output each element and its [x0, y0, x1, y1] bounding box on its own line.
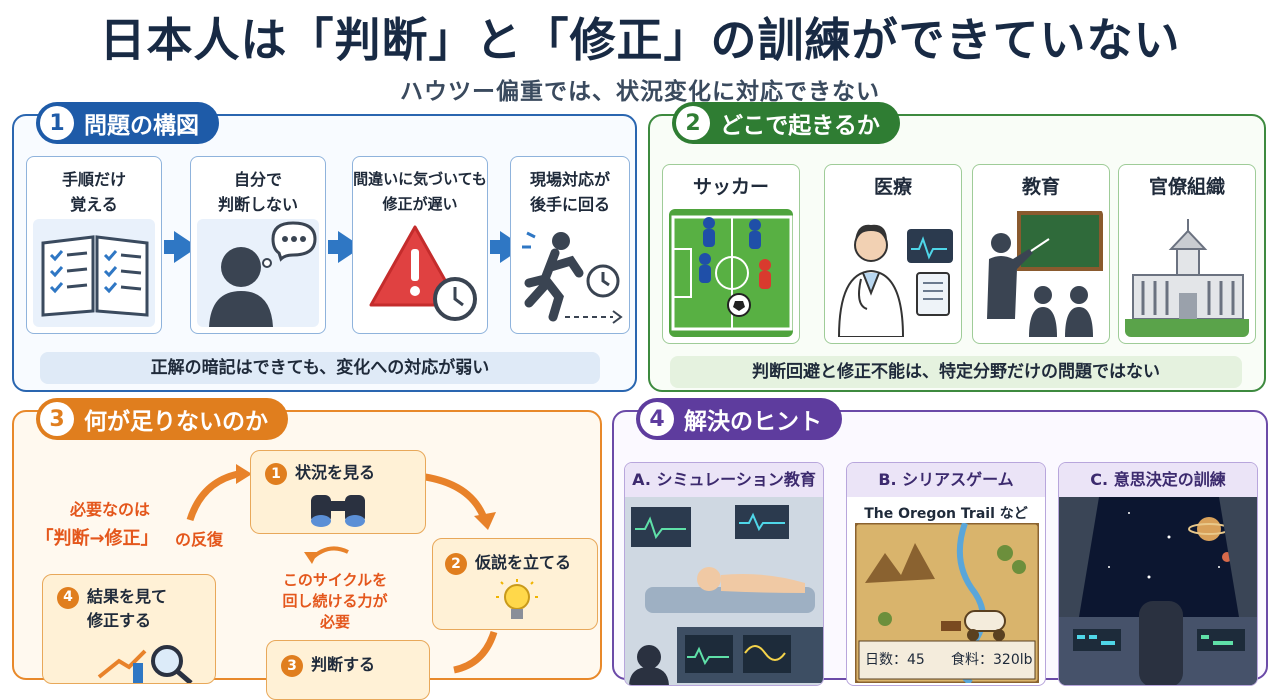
section-1-number: 1	[40, 106, 74, 140]
book-checklist-icon	[33, 219, 155, 327]
card-label-line2: 後手に回る	[529, 195, 610, 214]
hint-card-simulation: A. シミュレーション教育	[624, 462, 824, 686]
section-1-title: 問題の構図	[84, 113, 199, 139]
hint-card-title: B. シリアスゲーム	[847, 463, 1045, 497]
spaceship-cockpit-icon	[1059, 497, 1257, 685]
page-title: 日本人は「判断」と「修正」の訓練ができていない	[99, 13, 1181, 67]
domain-label: 官僚組織	[1148, 175, 1225, 198]
domain-card-bureaucracy: 官僚組織	[1118, 164, 1256, 344]
page-subtitle: ハウツー偏重では、状況変化に対応できない	[400, 79, 880, 105]
need-text-line1: 必要なのは	[69, 500, 150, 519]
cycle-center-line2: 回し続ける力が	[282, 592, 388, 610]
warning-clock-icon	[359, 219, 481, 327]
section-4-title: 解決のヒント	[684, 409, 822, 435]
lightbulb-icon	[496, 579, 538, 619]
domain-label: 教育	[1021, 175, 1060, 198]
need-text-line2: 「判断→修正」	[35, 528, 159, 549]
government-building-icon	[1125, 209, 1249, 337]
cycle-step-decide: 3 判断する	[266, 640, 430, 700]
section-3-title: 何が足りないのか	[84, 409, 268, 435]
cycle-center-line1: このサイクルを	[282, 571, 388, 589]
card-label-line1: 現場対応が	[529, 170, 610, 189]
card-label-line1: 自分で	[233, 170, 282, 189]
step-number: 2	[445, 552, 467, 575]
cycle-step-hypothesis: 2 仮説を立てる	[432, 538, 598, 630]
step-label-line2: 修正する	[87, 610, 152, 630]
need-text-line3: の反復	[174, 530, 223, 549]
section-3-header: 3 何が足りないのか	[36, 398, 288, 440]
thinking-person-icon	[197, 219, 319, 327]
step-label: 仮説を立てる	[475, 553, 572, 572]
problem-card-slow-correction: 間違いに気づいても修正が遅い	[352, 156, 488, 334]
section-1-banner: 正解の暗記はできても、変化への対応が弱い	[40, 352, 600, 384]
problem-card-no-judgment: 自分で判断しない	[190, 156, 326, 334]
cycle-center-line3: 必要	[319, 613, 350, 631]
soccer-field-icon	[669, 209, 793, 337]
section-what-is-missing: 3 何が足りないのか 必要なのは 「判断→修正」 の反復 1 状況を見る 2 仮説を…	[12, 398, 602, 700]
card-label-line2: 修正が遅い	[382, 195, 458, 213]
card-label-line1: 間違いに気づいても	[353, 170, 487, 188]
game-stat-days: 日数：45	[865, 652, 925, 668]
section-2-header: 2 どこで起きるか	[672, 102, 900, 144]
section-problem-structure: 1 問題の構図 手順だけ覚える 自分で判断しない	[12, 102, 637, 392]
card-label-line2: 覚える	[70, 195, 118, 214]
hint-card-decision-training: C. 意思決定の訓練	[1058, 462, 1258, 686]
step-label: 判断する	[311, 655, 376, 674]
section-2-title: どこで起きるか	[720, 113, 880, 139]
section-2-banner: 判断回避と修正不能は、特定分野だけの問題ではない	[670, 356, 1242, 388]
domain-card-education: 教育	[972, 164, 1110, 344]
domain-label: 医療	[873, 175, 912, 198]
step-number: 3	[281, 654, 303, 677]
cycle-step-observe: 1 状況を見る	[250, 450, 426, 534]
problem-card-memorize: 手順だけ覚える	[26, 156, 162, 334]
step-label: 状況を見る	[295, 463, 376, 482]
section-2-number: 2	[676, 106, 710, 140]
step-number: 1	[265, 462, 287, 485]
game-stat-food: 食料：320lb	[951, 652, 1033, 668]
hint-card-serious-game: B. シリアスゲーム The Oregon Trail など 日数：45 食料：…	[846, 462, 1046, 686]
card-label-line1: 手順だけ	[61, 170, 126, 189]
domain-card-soccer: サッカー	[662, 164, 800, 344]
section-4-header: 4 解決のヒント	[636, 398, 842, 440]
cycle-step-correct: 4 結果を見て修正する	[42, 574, 216, 684]
step-label-line1: 結果を見て	[87, 587, 168, 606]
medical-simulation-icon	[625, 497, 823, 685]
doctor-icon	[831, 209, 955, 337]
chart-magnifier-icon	[97, 645, 193, 683]
hint-card-title: A. シミュレーション教育	[625, 463, 823, 497]
section-1-header: 1 問題の構図	[36, 102, 219, 144]
binoculars-icon	[311, 495, 365, 527]
section-3-number: 3	[40, 402, 74, 436]
section-solution-hints: 4 解決のヒント A. シミュレーション教育 B. シリアスゲーム The Or…	[612, 398, 1268, 686]
section-4-number: 4	[640, 402, 674, 436]
hint-card-title: C. 意思決定の訓練	[1059, 463, 1257, 497]
domain-card-medical: 医療	[824, 164, 962, 344]
hint-card-caption: The Oregon Trail など	[864, 506, 1028, 522]
cycle-arrows	[186, 464, 498, 674]
step-number: 4	[57, 586, 79, 609]
card-label-line2: 判断しない	[217, 195, 298, 214]
teacher-blackboard-icon	[979, 209, 1103, 337]
problem-card-reactive: 現場対応が後手に回る	[510, 156, 630, 334]
domain-label: サッカー	[692, 175, 769, 198]
running-person-clock-icon	[517, 219, 623, 327]
section-where-it-happens: 2 どこで起きるか サッカー 医療	[648, 102, 1266, 392]
cycle-center-text: このサイクルを 回し続ける力が 必要	[260, 570, 410, 633]
